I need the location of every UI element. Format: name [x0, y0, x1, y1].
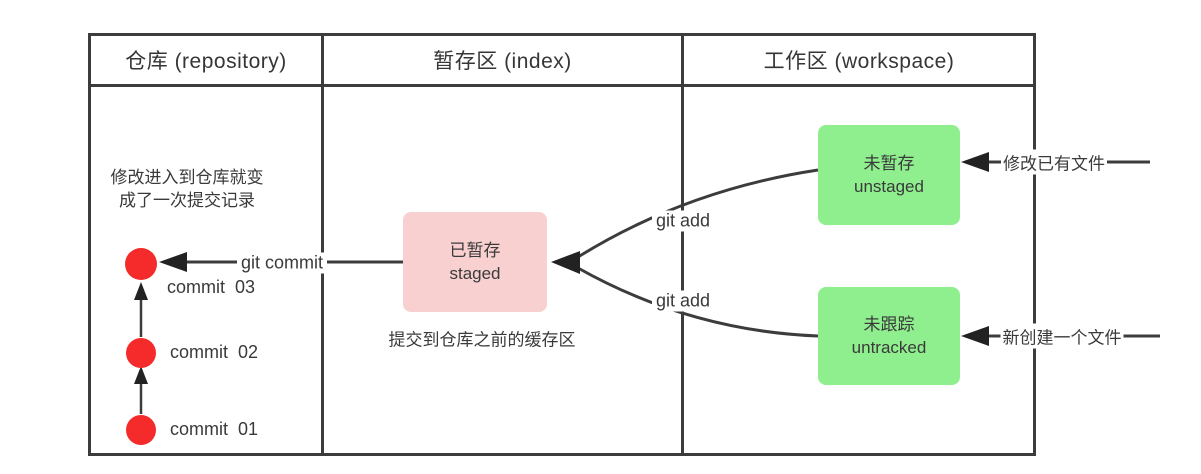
- git-add-upper-edge-label: git add: [651, 210, 715, 232]
- column-header-workspace: 工作区 (workspace): [763, 49, 955, 73]
- modify-existing-file-label: 修改已有文件: [1001, 149, 1107, 175]
- column-header-index: 暂存区 (index): [433, 49, 572, 73]
- commit01-label: commit 01: [170, 419, 259, 439]
- git-commit-arrowhead-icon: [159, 252, 187, 272]
- untracked-arrowhead-icon: [961, 326, 989, 346]
- repository-note: 修改进入到仓库就变 成了一次提交记录: [87, 166, 287, 212]
- untracked-box-title: 未跟踪: [863, 315, 915, 334]
- commit03-node: [125, 248, 157, 280]
- commit02-node: [126, 338, 156, 368]
- untracked-box: 未跟踪 untracked: [818, 287, 960, 385]
- unstaged-box: 未暂存 unstaged: [818, 125, 960, 225]
- staged-box: 已暂存 staged: [403, 212, 547, 312]
- staged-box-subtitle: staged: [449, 264, 501, 283]
- git-commit-edge-label: git commit: [236, 252, 328, 274]
- staged-box-title: 已暂存: [449, 241, 501, 260]
- git-add-curve-from-untracked: [577, 266, 819, 338]
- staged-caption: 提交到仓库之前的缓存区: [388, 330, 576, 350]
- repository-note-line2: 成了一次提交记录: [119, 191, 255, 210]
- commit02-label: commit 02: [170, 342, 259, 362]
- commit03-label: commit 03: [167, 277, 256, 297]
- column-header-repository: 仓库 (repository): [125, 49, 287, 73]
- repository-note-line1: 修改进入到仓库就变: [110, 168, 264, 187]
- git-add-arrowhead-icon: [551, 251, 580, 274]
- commit01-node: [126, 415, 156, 445]
- unstaged-arrowhead-icon: [961, 152, 989, 172]
- git-add-lower-edge-label: git add: [651, 290, 715, 312]
- git-add-curve-from-unstaged: [577, 168, 819, 259]
- unstaged-box-subtitle: unstaged: [854, 177, 924, 196]
- commit03-arrowhead-icon: [134, 282, 148, 300]
- untracked-box-subtitle: untracked: [851, 338, 927, 357]
- new-file-label: 新创建一个文件: [1000, 323, 1124, 349]
- commit02-arrowhead-icon: [134, 366, 148, 384]
- unstaged-box-title: 未暂存: [863, 154, 915, 173]
- table-frame: [88, 33, 1036, 456]
